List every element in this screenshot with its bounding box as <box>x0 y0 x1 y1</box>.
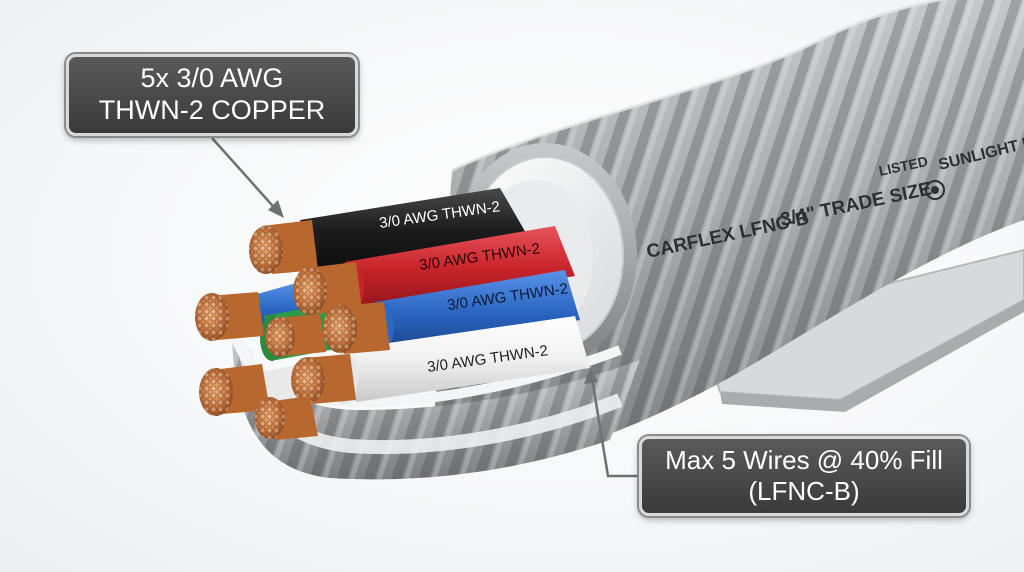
arrowhead-wire-spec <box>268 200 284 218</box>
wire-spec-line-1: 5x 3/0 AWG <box>140 63 284 94</box>
fill-spec-callout: Max 5 Wires @ 40% Fill (LFNC-B) <box>639 436 969 516</box>
copper-end-bottom <box>255 396 318 440</box>
copper-end-blue <box>323 302 390 354</box>
listing-mark-icon <box>925 180 945 200</box>
arrow-wire-spec <box>211 137 281 215</box>
arrow-fill-spec <box>590 377 640 478</box>
fill-spec-line-1: Max 5 Wires @ 40% Fill <box>665 445 943 476</box>
arrowhead-fill-spec <box>584 368 598 384</box>
copper-end-black <box>249 220 318 274</box>
copper-end-red <box>293 262 362 315</box>
fill-spec-line-2: (LFNC-B) <box>748 476 860 506</box>
wire-spec-callout: 5x 3/0 AWG THWN-2 COPPER <box>66 54 358 136</box>
copper-end-green <box>265 314 326 357</box>
callout-arrows <box>211 137 640 478</box>
copper-end-white <box>291 354 356 404</box>
copper-end-blue-back <box>195 292 264 341</box>
copper-conductors <box>195 220 390 440</box>
copper-end-white-back <box>199 364 270 416</box>
wire-spec-line-2: THWN-2 COPPER <box>98 95 326 125</box>
